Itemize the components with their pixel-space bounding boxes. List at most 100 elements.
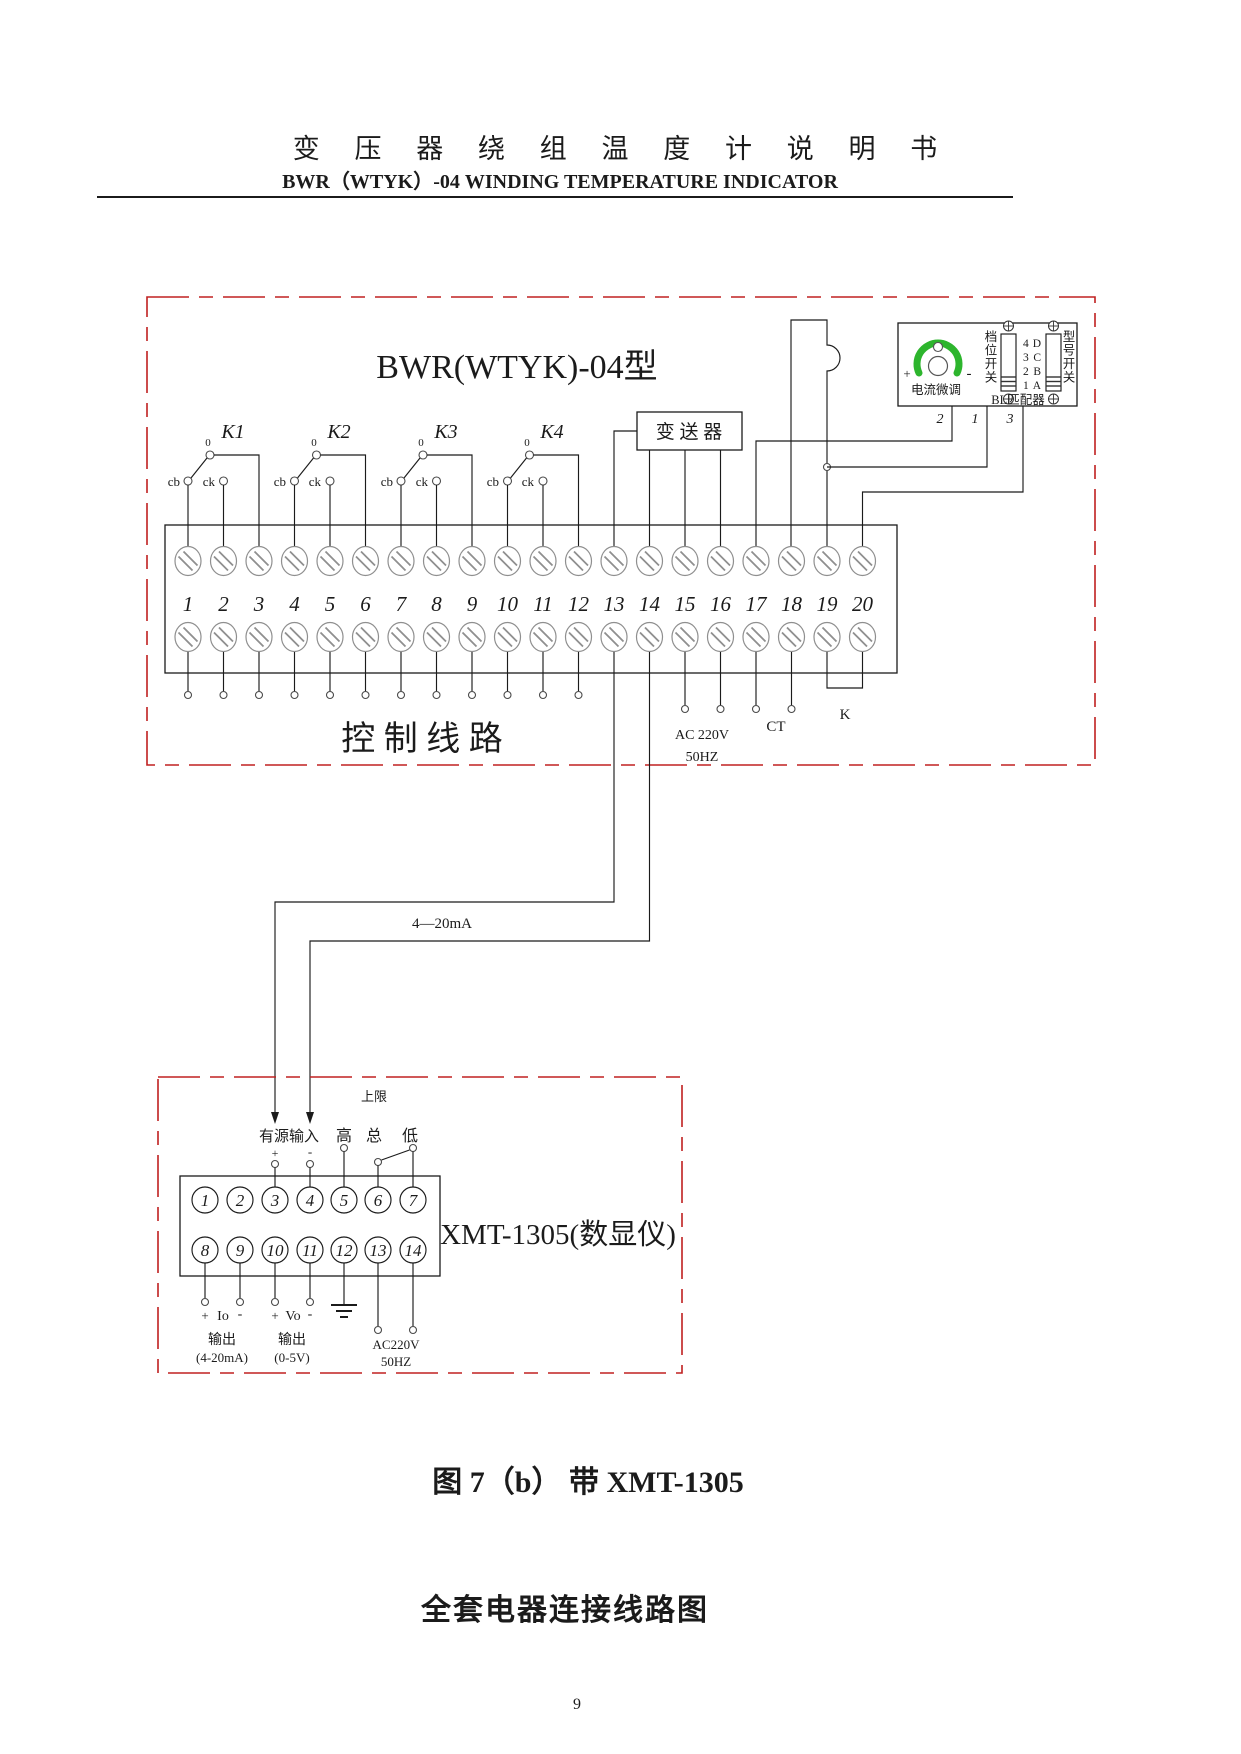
k-label: K xyxy=(840,707,851,723)
xmt-terminal: 4 xyxy=(306,1191,315,1210)
terminal-number: 5 xyxy=(325,592,336,616)
terminal-number: 16 xyxy=(710,592,732,616)
terminal-number: 10 xyxy=(497,592,519,616)
terminal-strip: 1 2 3 4 5 6 7 8 9 10 11 12 13 14 15 16 1… xyxy=(164,524,898,674)
switch-k3: K3 0 cb ck xyxy=(381,421,473,546)
model-switch-label: 型号开关 xyxy=(1063,330,1076,385)
terminal-number: 15 xyxy=(675,592,696,616)
cb-label: cb xyxy=(381,474,393,489)
xmt-terminal: 13 xyxy=(370,1241,387,1260)
io-symbol: Io xyxy=(217,1309,229,1324)
switch-arm xyxy=(297,457,314,479)
arrow-down-icon xyxy=(306,1112,314,1124)
vo-symbol: Vo xyxy=(285,1309,300,1324)
cb-label: cb xyxy=(487,474,499,489)
figure-caption-line2: 全套电器连接线路图 xyxy=(420,1593,709,1627)
model-pos-b: B xyxy=(1033,366,1041,378)
xmt-ac-line2: 50HZ xyxy=(381,1354,411,1369)
terminal-number: 19 xyxy=(817,592,839,616)
xmt-ac-supply: AC220V 50HZ xyxy=(373,1263,421,1369)
xmt-terminal: 10 xyxy=(267,1241,285,1260)
trim-plus: + xyxy=(903,366,910,381)
ck-label: ck xyxy=(309,474,322,489)
vo-out-label: 输出 xyxy=(278,1332,306,1348)
input-plus: + xyxy=(272,1146,279,1160)
xmt-1305-unit: 有源输入 + - 高 上限 总 低 1 2 3 4 5 6 7 8 9 10 1… xyxy=(179,1089,676,1369)
control-circuit-wires: 控 制 线 路 AC 220V 50HZ CT K xyxy=(183,652,864,765)
vo-plus: + xyxy=(271,1308,278,1323)
terminal-number: 18 xyxy=(781,592,803,616)
ck-label: ck xyxy=(203,474,216,489)
terminal-number: 11 xyxy=(533,592,552,616)
page-number: 9 xyxy=(573,1696,581,1713)
ac-label-line2: 50HZ xyxy=(686,750,719,765)
limit-switch-arm xyxy=(381,1149,410,1161)
gear-pos-1: 1 xyxy=(1023,380,1029,392)
switch-label: K4 xyxy=(539,421,563,443)
switch-k2: K2 0 cb ck xyxy=(274,421,367,546)
switch-k4: K4 0 cb ck xyxy=(487,421,580,546)
vo-range: (0-5V) xyxy=(274,1350,309,1365)
total-label: 总 xyxy=(366,1127,382,1145)
switch-common-wire xyxy=(320,454,367,546)
page-header: 变 压 器 绕 组 温 度 计 说 明 书 BWR（WTYK）-04 WINDI… xyxy=(97,134,1013,198)
xmt-title: XMT-1305(数显仪) xyxy=(440,1218,676,1251)
gear-pos-2: 2 xyxy=(1023,366,1029,378)
xmt-terminal: 7 xyxy=(409,1191,419,1210)
switch-label: K2 xyxy=(326,421,350,443)
xmt-terminal: 2 xyxy=(236,1191,245,1210)
xmt-terminal-row2: 8 9 10 11 12 13 14 xyxy=(191,1236,427,1264)
active-input-label: 有源输入 xyxy=(259,1128,319,1145)
vo-output: + Vo - 输出 (0-5V) xyxy=(270,1263,315,1365)
switch-common-label: 0 xyxy=(205,437,211,449)
xmt-terminal: 9 xyxy=(236,1241,245,1260)
matcher-label: BL匹配器 xyxy=(991,393,1045,407)
model-pos-a: A xyxy=(1033,380,1042,392)
switch-common-label: 0 xyxy=(524,437,530,449)
terminal-number: 1 xyxy=(183,592,194,616)
module-term-1: 1 xyxy=(972,412,979,427)
loop-wires: 4—20mA xyxy=(271,652,651,1124)
terminal-number: 8 xyxy=(431,592,442,616)
terminal-number: 13 xyxy=(604,592,625,616)
screw-icon xyxy=(1048,393,1059,405)
ck-label: ck xyxy=(522,474,535,489)
vo-minus: - xyxy=(308,1307,313,1322)
module-wire-2 xyxy=(755,406,953,546)
xmt-terminal: 12 xyxy=(336,1241,354,1260)
switch-label: K1 xyxy=(220,421,244,443)
transmitter-wire-13 xyxy=(613,430,637,546)
knob-icon xyxy=(927,355,949,377)
module-wire-1 xyxy=(827,406,988,468)
terminal-number: 4 xyxy=(289,592,300,616)
terminal-number: 14 xyxy=(639,592,661,616)
terminal-number: 7 xyxy=(396,592,408,616)
input-minus: - xyxy=(308,1144,312,1159)
io-minus: - xyxy=(238,1307,243,1322)
switch-common-label: 0 xyxy=(311,437,317,449)
arrow-down-icon xyxy=(271,1112,279,1124)
switch-label: K3 xyxy=(433,421,457,443)
terminal-number: 3 xyxy=(253,592,265,616)
upper-model-title: BWR(WTYK)-04型 xyxy=(376,349,657,386)
xmt-terminal: 6 xyxy=(374,1191,383,1210)
io-out-label: 输出 xyxy=(208,1332,236,1348)
xmt-terminal: 3 xyxy=(270,1191,280,1210)
loop-current-label: 4—20mA xyxy=(412,916,472,932)
terminal-number: 2 xyxy=(218,592,229,616)
gear-pos-3: 3 xyxy=(1023,352,1029,364)
xmt-terminal: 11 xyxy=(302,1241,318,1260)
sensor-probe-symbol xyxy=(790,319,841,546)
ground-icon xyxy=(331,1263,357,1318)
low-label: 低 xyxy=(402,1127,418,1145)
xmt-terminal: 8 xyxy=(201,1241,210,1260)
xmt-ac-line1: AC220V xyxy=(373,1337,421,1352)
loop-wire-minus xyxy=(309,652,651,1112)
gear-switch-label: 档位开关 xyxy=(985,330,998,385)
switch-arm xyxy=(190,457,208,479)
switch-common-wire xyxy=(427,454,473,546)
k-strap-wire xyxy=(826,652,864,689)
model-switch: D C B A 型号开关 xyxy=(1033,320,1076,405)
